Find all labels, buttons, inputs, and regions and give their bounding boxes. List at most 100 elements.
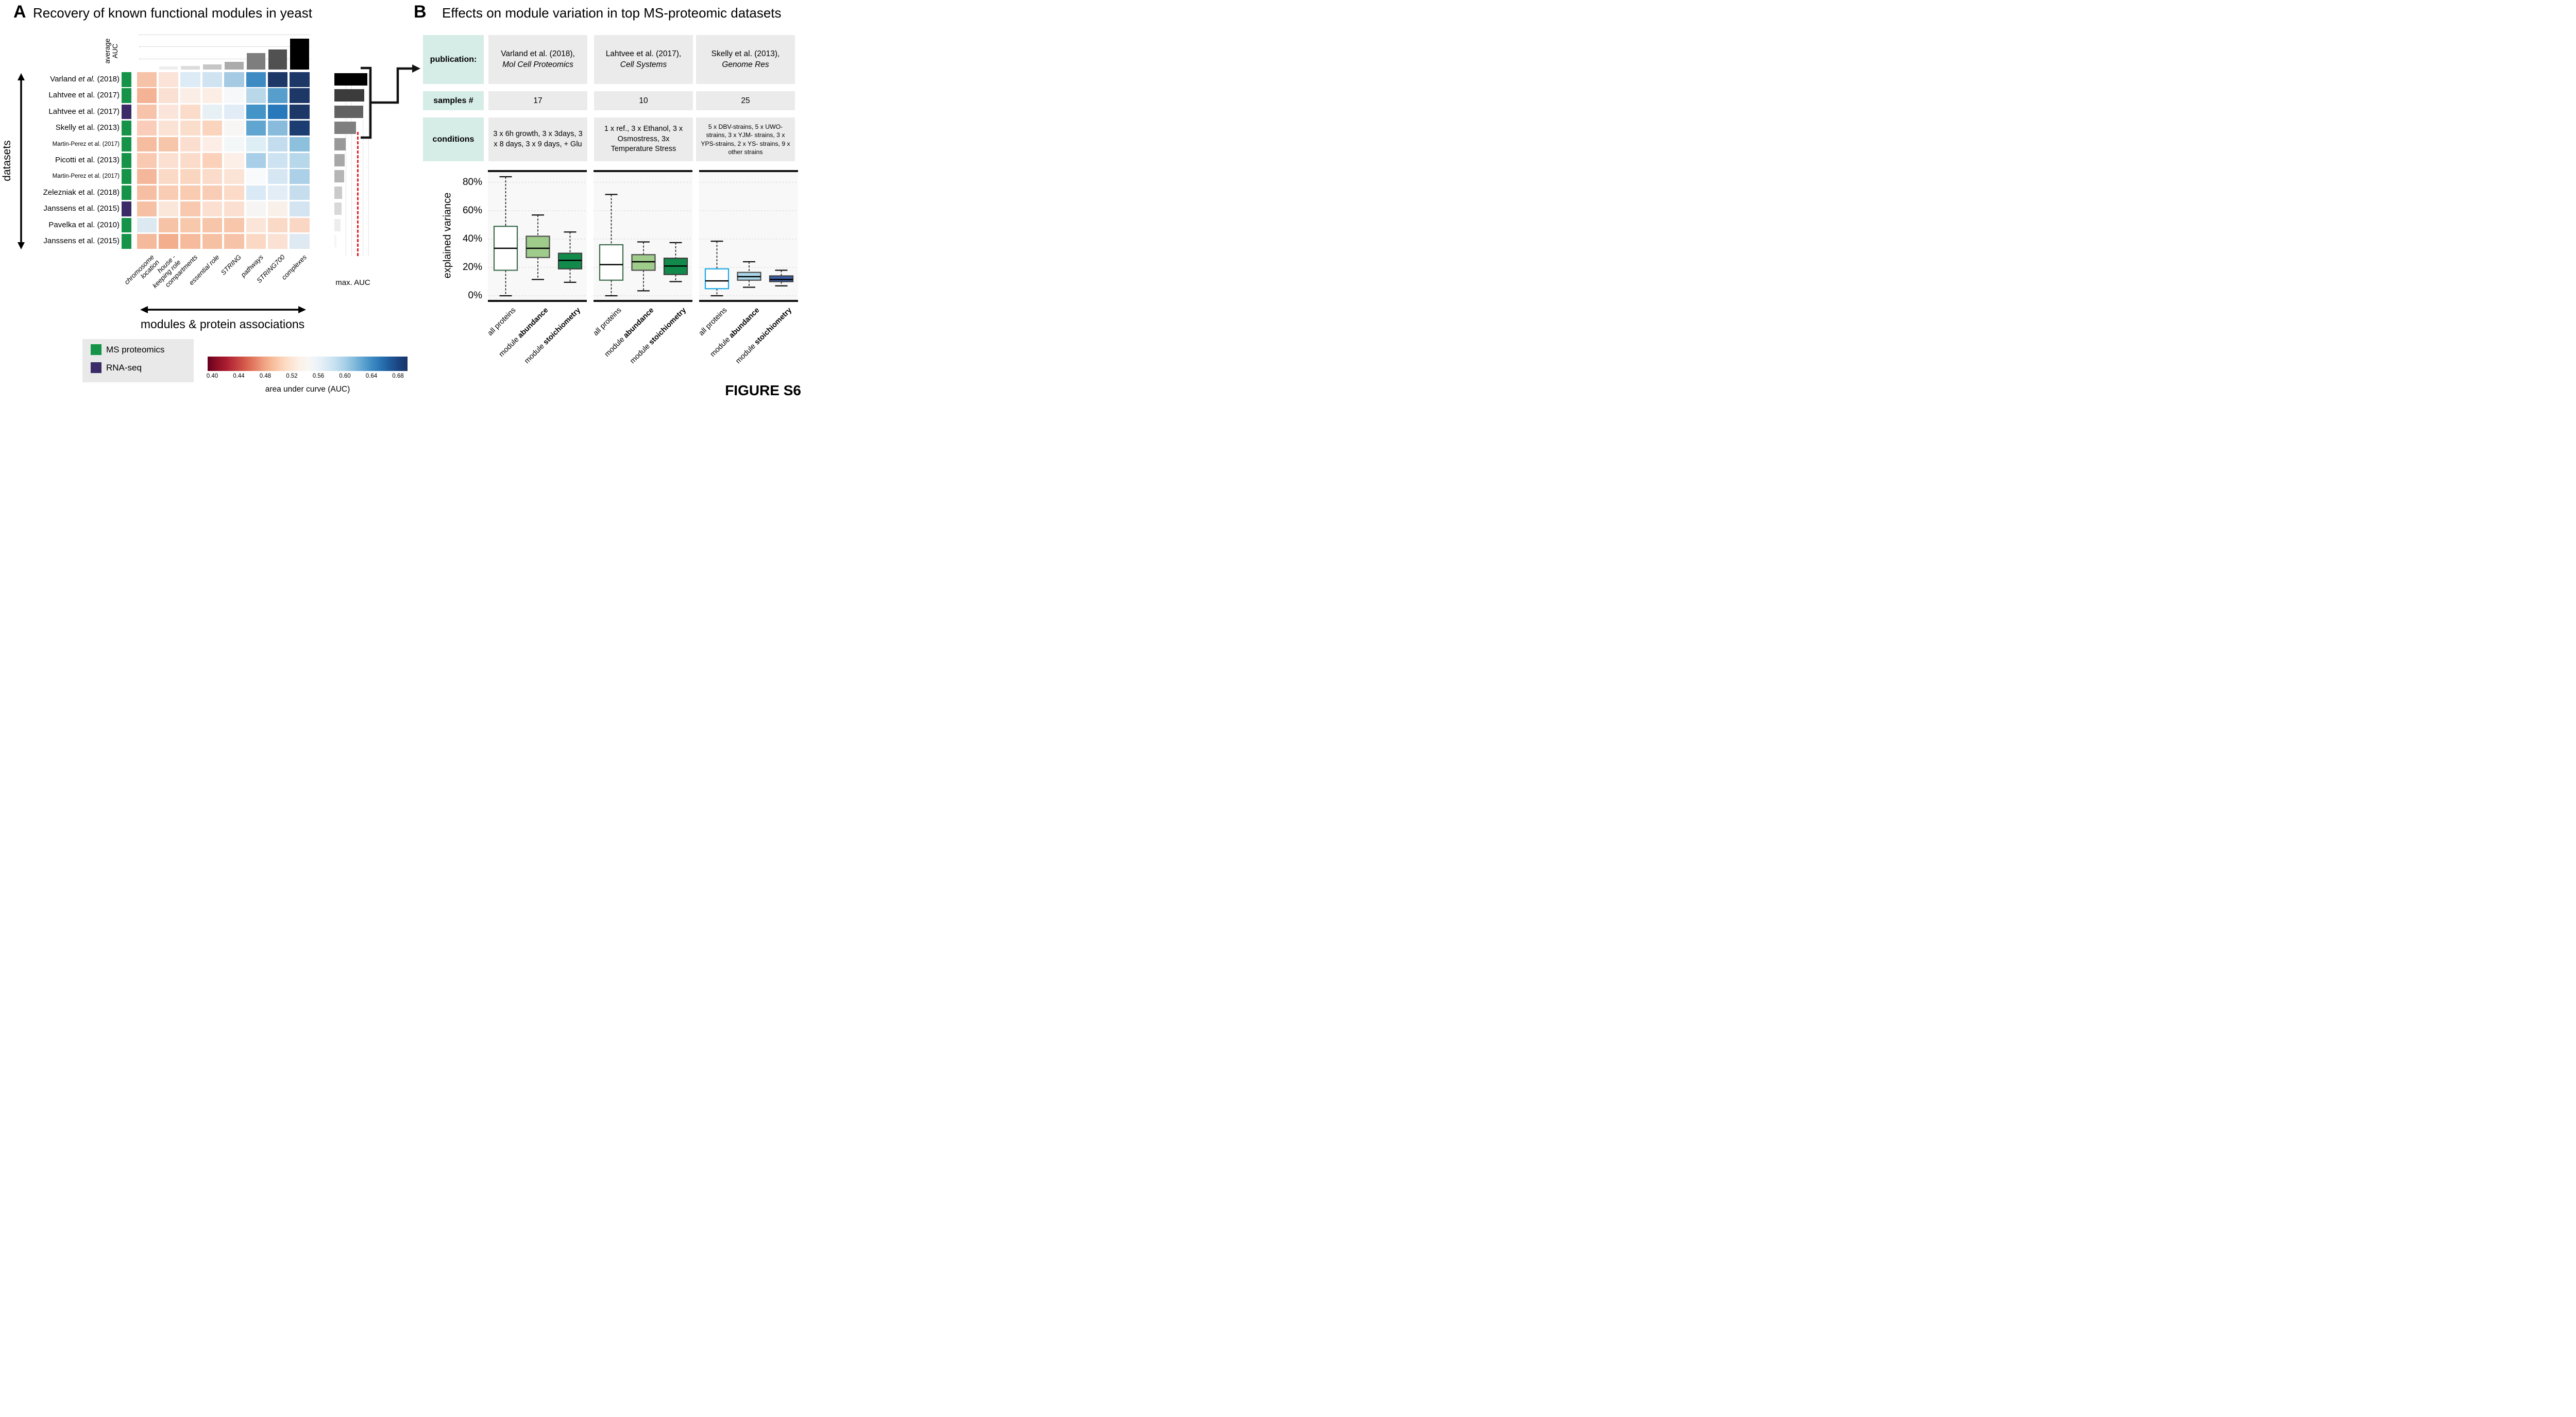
- heatmap-cell: [246, 153, 266, 168]
- heatmap-cell: [137, 121, 157, 136]
- heatmap-cell: [137, 137, 157, 152]
- avg-auc-bar: [159, 66, 178, 70]
- heatmap-cell: [180, 169, 200, 184]
- heatmap-cell: [267, 217, 288, 233]
- heatmap-cell: [180, 104, 200, 120]
- boxplot-y-tick: 80%: [462, 176, 482, 188]
- heatmap-cell: [290, 217, 310, 233]
- colorbar-tick: 0.68: [392, 373, 404, 379]
- heatmap-cell: [224, 88, 244, 103]
- dataset-type-swatch: [122, 88, 131, 103]
- heatmap-cell: [202, 137, 223, 152]
- boxplot-x-label: module stoichiometry: [734, 306, 793, 366]
- heatmap-cell: [180, 121, 200, 136]
- heatmap-cell: [290, 121, 310, 136]
- heatmap-cell: [158, 234, 179, 249]
- heatmap-cell: [290, 88, 310, 103]
- heatmap-cell: [224, 234, 244, 249]
- heatmap-cell: [202, 234, 223, 249]
- boxplot-y-tick: 40%: [462, 233, 482, 244]
- heatmap-cell: [158, 153, 179, 168]
- boxplot-group-2: [594, 170, 692, 302]
- dataset-row-label: Janssens et al. (2015): [43, 237, 120, 245]
- heatmap-cell: [180, 88, 200, 103]
- panel-a-label: A: [13, 2, 26, 22]
- dataset-type-swatch: [122, 169, 131, 184]
- boxplot-x-label: all proteins: [486, 306, 518, 338]
- dataset-type-swatch: [122, 217, 131, 233]
- heatmap-cell: [246, 201, 266, 216]
- heatmap-cell: [290, 137, 310, 152]
- heatmap-cell: [158, 169, 179, 184]
- colorbar-tick: 0.60: [339, 373, 351, 379]
- max-auc-bar: [334, 186, 342, 199]
- dataset-type-swatch: [122, 104, 131, 120]
- dataset-type-swatch: [122, 201, 131, 216]
- heatmap-cell: [158, 104, 179, 120]
- heatmap-cell: [224, 185, 244, 200]
- max-auc-bar: [334, 89, 365, 102]
- heatmap-cell: [267, 201, 288, 216]
- dataset-type-swatch: [122, 234, 131, 249]
- dataset-row-label: Varland et al. (2018): [50, 75, 120, 83]
- dataset-type-swatch: [122, 137, 131, 152]
- heatmap-cell: [246, 104, 266, 120]
- heatmap-cell: [224, 137, 244, 152]
- legend-swatch-rnaseq: [91, 362, 101, 373]
- dataset-type-swatch: [122, 153, 131, 168]
- boxplot-x-label: all proteins: [591, 306, 623, 338]
- dataset-row-label: Janssens et al. (2015): [43, 204, 120, 213]
- heatmap-cell: [246, 72, 266, 87]
- heatmap-cell: [267, 88, 288, 103]
- heatmap-cell: [290, 185, 310, 200]
- heatmap-cell: [224, 72, 244, 87]
- figure-s6: A Recovery of known functional modules i…: [0, 0, 809, 405]
- heatmap-cell: [180, 217, 200, 233]
- boxplot-group-3: [699, 170, 798, 302]
- boxplot-y-tick: 0%: [468, 290, 482, 301]
- heatmap-cell: [202, 201, 223, 216]
- dataset-row-label: Pavelka et al. (2010): [48, 220, 120, 229]
- max-auc-bar: [334, 73, 367, 86]
- table-cell-publication: Skelly et al. (2013),Genome Res: [696, 35, 795, 84]
- dataset-row-label: Zelezniak et al. (2018): [43, 188, 120, 197]
- max-auc-bar: [334, 203, 342, 215]
- legend-label: MS proteomics: [106, 345, 165, 355]
- max-auc-bar: [334, 138, 346, 150]
- heatmap-cell: [224, 153, 244, 168]
- heatmap-cell: [158, 217, 179, 233]
- heatmap-cell: [137, 169, 157, 184]
- table-row-header: samples #: [423, 91, 484, 110]
- heatmap-cell: [180, 137, 200, 152]
- table-cell-samples: 25: [696, 91, 795, 110]
- heatmap-cell: [267, 137, 288, 152]
- table-cell-samples: 10: [594, 91, 693, 110]
- max-auc-bar: [334, 170, 344, 183]
- heatmap-cell: [158, 121, 179, 136]
- boxplot-group-1: [488, 170, 587, 302]
- heatmap-cell: [224, 121, 244, 136]
- dataset-row-label: Martin-Perez et al. (2017): [52, 173, 120, 180]
- heatmap-cell: [202, 104, 223, 120]
- avg-auc-bar: [181, 65, 200, 70]
- heatmap-cell: [180, 153, 200, 168]
- heatmap-cell: [202, 72, 223, 87]
- colorbar-tick: 0.48: [259, 373, 272, 379]
- max-auc-gridline: [368, 74, 369, 256]
- boxplot-y-tick: 20%: [462, 261, 482, 273]
- panel-b-label: B: [414, 2, 427, 22]
- heatmap-cell: [202, 217, 223, 233]
- table-cell-conditions: 5 x DBV-strains, 5 x UWO- strains, 3 x Y…: [696, 117, 795, 161]
- table-cell-conditions: 3 x 6h growth, 3 x 3days, 3 x 8 days, 3 …: [488, 117, 587, 161]
- colorbar-tick: 0.56: [312, 373, 325, 379]
- avg-auc-gridline: [139, 46, 310, 47]
- heatmap-cell: [202, 121, 223, 136]
- heatmap-cell: [246, 121, 266, 136]
- heatmap-cell: [224, 201, 244, 216]
- colorbar-tick: 0.44: [233, 373, 245, 379]
- heatmap-cell: [267, 153, 288, 168]
- avg-auc-bar: [202, 64, 222, 70]
- heatmap-cell: [158, 201, 179, 216]
- modules-axis-arrow: [140, 306, 306, 313]
- auc-colorbar: [208, 357, 408, 371]
